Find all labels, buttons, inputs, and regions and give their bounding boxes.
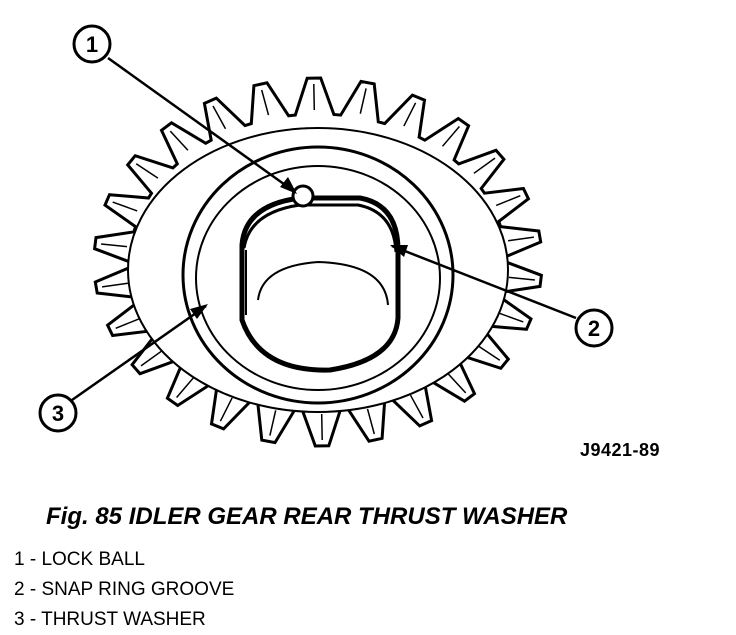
gear-tooth-edge	[320, 413, 323, 441]
gear-tooth-edge	[101, 243, 128, 248]
shaft-shoulder	[257, 260, 389, 306]
gear-tooth-edge	[219, 397, 233, 422]
gear-tooth-edge	[403, 102, 417, 127]
gear-tooth-edge	[212, 105, 227, 130]
gear-tooth-edge	[473, 157, 496, 174]
leader-line-2	[391, 244, 577, 320]
arrow-head-2	[390, 245, 408, 257]
gear-tooth-edge	[508, 276, 535, 281]
callout-3: 3	[38, 393, 78, 433]
legend: 1 - LOCK BALL 2 - SNAP RING GROOVE 3 - T…	[14, 545, 234, 635]
callout-2: 2	[574, 308, 614, 348]
gear-tooth-edge	[112, 201, 138, 212]
gear-tooth-edge	[269, 410, 277, 436]
gear-tooth-edge	[507, 236, 535, 242]
gear-tooth-edge	[135, 163, 159, 179]
callout-1-number: 1	[86, 32, 98, 57]
arrow-head-3	[190, 304, 208, 319]
gear-tooth-edge	[409, 394, 424, 419]
leader-line-1	[107, 56, 296, 194]
gear-tooth-edge	[176, 377, 195, 398]
gear-tooth-edge	[495, 195, 521, 207]
gear-tooth-edge	[169, 130, 189, 151]
gear-tooth-edge	[498, 312, 524, 323]
gear-tooth-edge	[101, 282, 129, 288]
gear-diagram: 1 2 3	[38, 24, 614, 448]
gear-tooth-edge	[447, 373, 467, 394]
callout-1: 1	[72, 24, 112, 64]
gear-tooth-edge	[140, 350, 163, 367]
gear-tooth-edge	[441, 126, 460, 147]
shaft	[239, 195, 401, 373]
gear-tooth-edge	[477, 345, 501, 361]
gear-tooth-edge	[366, 408, 376, 435]
figure-id: J9421-89	[580, 440, 661, 460]
legend-item-snap-ring-groove: 2 - SNAP RING GROOVE	[14, 579, 235, 600]
callout-3-number: 3	[52, 401, 64, 426]
gear-tooth-edge	[260, 89, 270, 116]
gear-tooth-edge	[115, 317, 141, 329]
legend-item-thrust-washer: 3 - THRUST WASHER	[14, 609, 206, 630]
lock-ball	[291, 184, 315, 208]
callout-2-number: 2	[588, 316, 600, 341]
arrow-head-1	[280, 177, 297, 194]
legend-item-lock-ball: 1 - LOCK BALL	[14, 549, 145, 570]
gear-tooth-edge	[313, 83, 316, 111]
leader-line-3	[71, 304, 207, 402]
gear-tooth-edge	[359, 88, 367, 114]
figure-caption: Fig. 85 IDLER GEAR REAR THRUST WASHER	[46, 503, 568, 530]
